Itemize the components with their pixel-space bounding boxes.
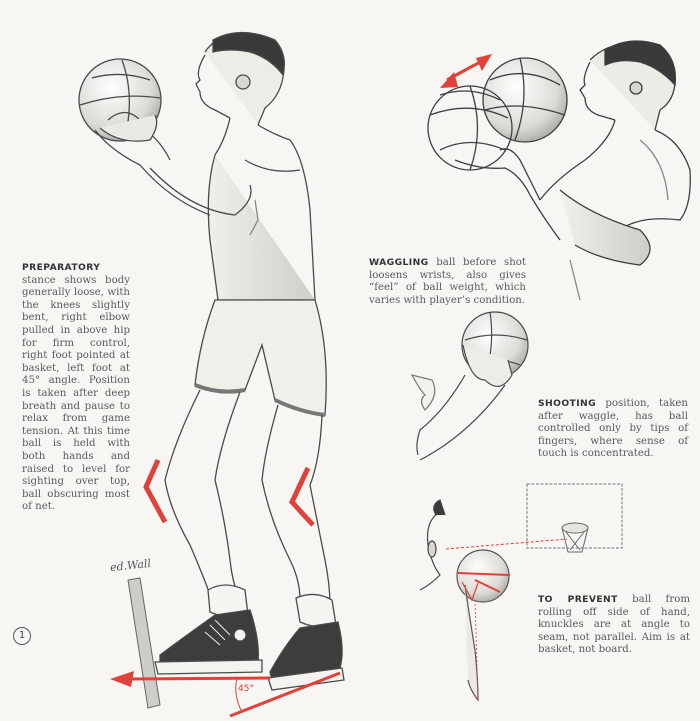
- preparatory-stance-figure: [78, 31, 345, 691]
- caption-lead: SHOOTING: [538, 398, 597, 409]
- sight-line: [445, 538, 568, 550]
- shooting-hand-figure: [410, 311, 529, 461]
- caption-lead: WAGGLING: [369, 257, 429, 268]
- backboard: [526, 483, 623, 549]
- basket: [561, 522, 589, 553]
- aim-diagram: [419, 483, 623, 702]
- waggling-figure: [427, 40, 691, 301]
- caption-body: position, taken after waggle, has ball c…: [538, 398, 688, 460]
- figure-number-badge: 1: [13, 627, 31, 645]
- angle-label: 45°: [238, 684, 254, 694]
- shooting-caption: SHOOTING position, taken after waggle, h…: [538, 398, 688, 461]
- knee-bend-markers: [143, 458, 315, 527]
- caption-body: ball from rolling off side of hand, knuc…: [538, 594, 690, 656]
- caption-body: stance shows body generally loose, with …: [22, 274, 130, 513]
- caption-lead: TO PREVENT: [538, 594, 618, 605]
- waggle-arrow: [440, 54, 492, 88]
- prevent-caption: TO PREVENT ball from rolling off side of…: [538, 594, 690, 657]
- preparatory-caption: PREPARATORY stance shows body generally …: [22, 262, 130, 514]
- caption-body: ball before shot loosens wrists, also gi…: [369, 257, 526, 306]
- waggling-caption: WAGGLING ball before shot loosens wrists…: [369, 257, 526, 307]
- floor-post: [127, 577, 161, 709]
- foot-direction-arrow: [110, 671, 341, 718]
- caption-lead: PREPARATORY: [22, 262, 101, 273]
